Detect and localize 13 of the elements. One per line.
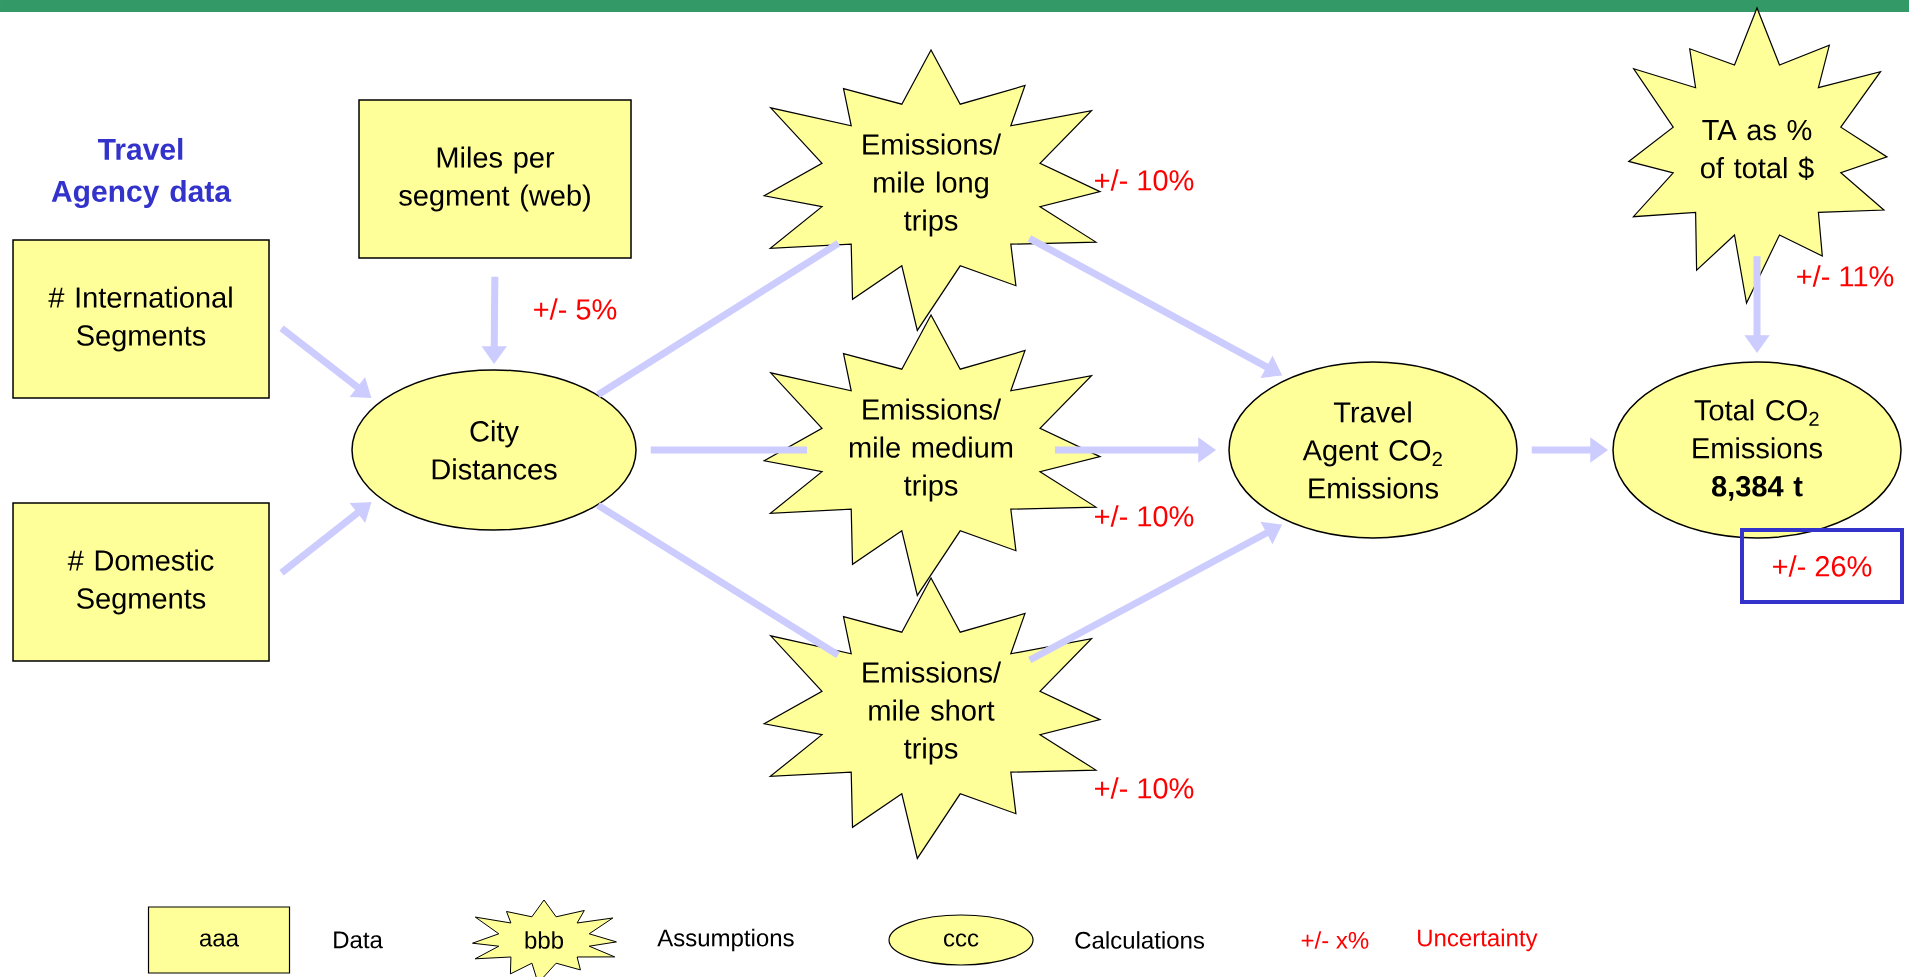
legend-text: Assumptions [657, 928, 794, 952]
legend-sample-box: aaa [147, 906, 291, 974]
data-box: # International Segments [12, 239, 270, 399]
legend-text: Calculations [1075, 931, 1205, 949]
heading: Travel Agency data [51, 137, 232, 209]
legend-sample-starburst: bbb [472, 899, 617, 977]
data-box: Miles per segment (web) [358, 99, 632, 259]
legend-text: Data [334, 931, 383, 949]
data-box: # Domestic Segments [12, 502, 270, 662]
uncertainty-box: +/- 26% [1740, 528, 1904, 604]
legend-text: Uncertainty [1418, 928, 1538, 952]
legend-sample-uncertainty: +/- x% [1301, 931, 1369, 949]
uncertainty-label: +/- 5% [534, 298, 617, 320]
